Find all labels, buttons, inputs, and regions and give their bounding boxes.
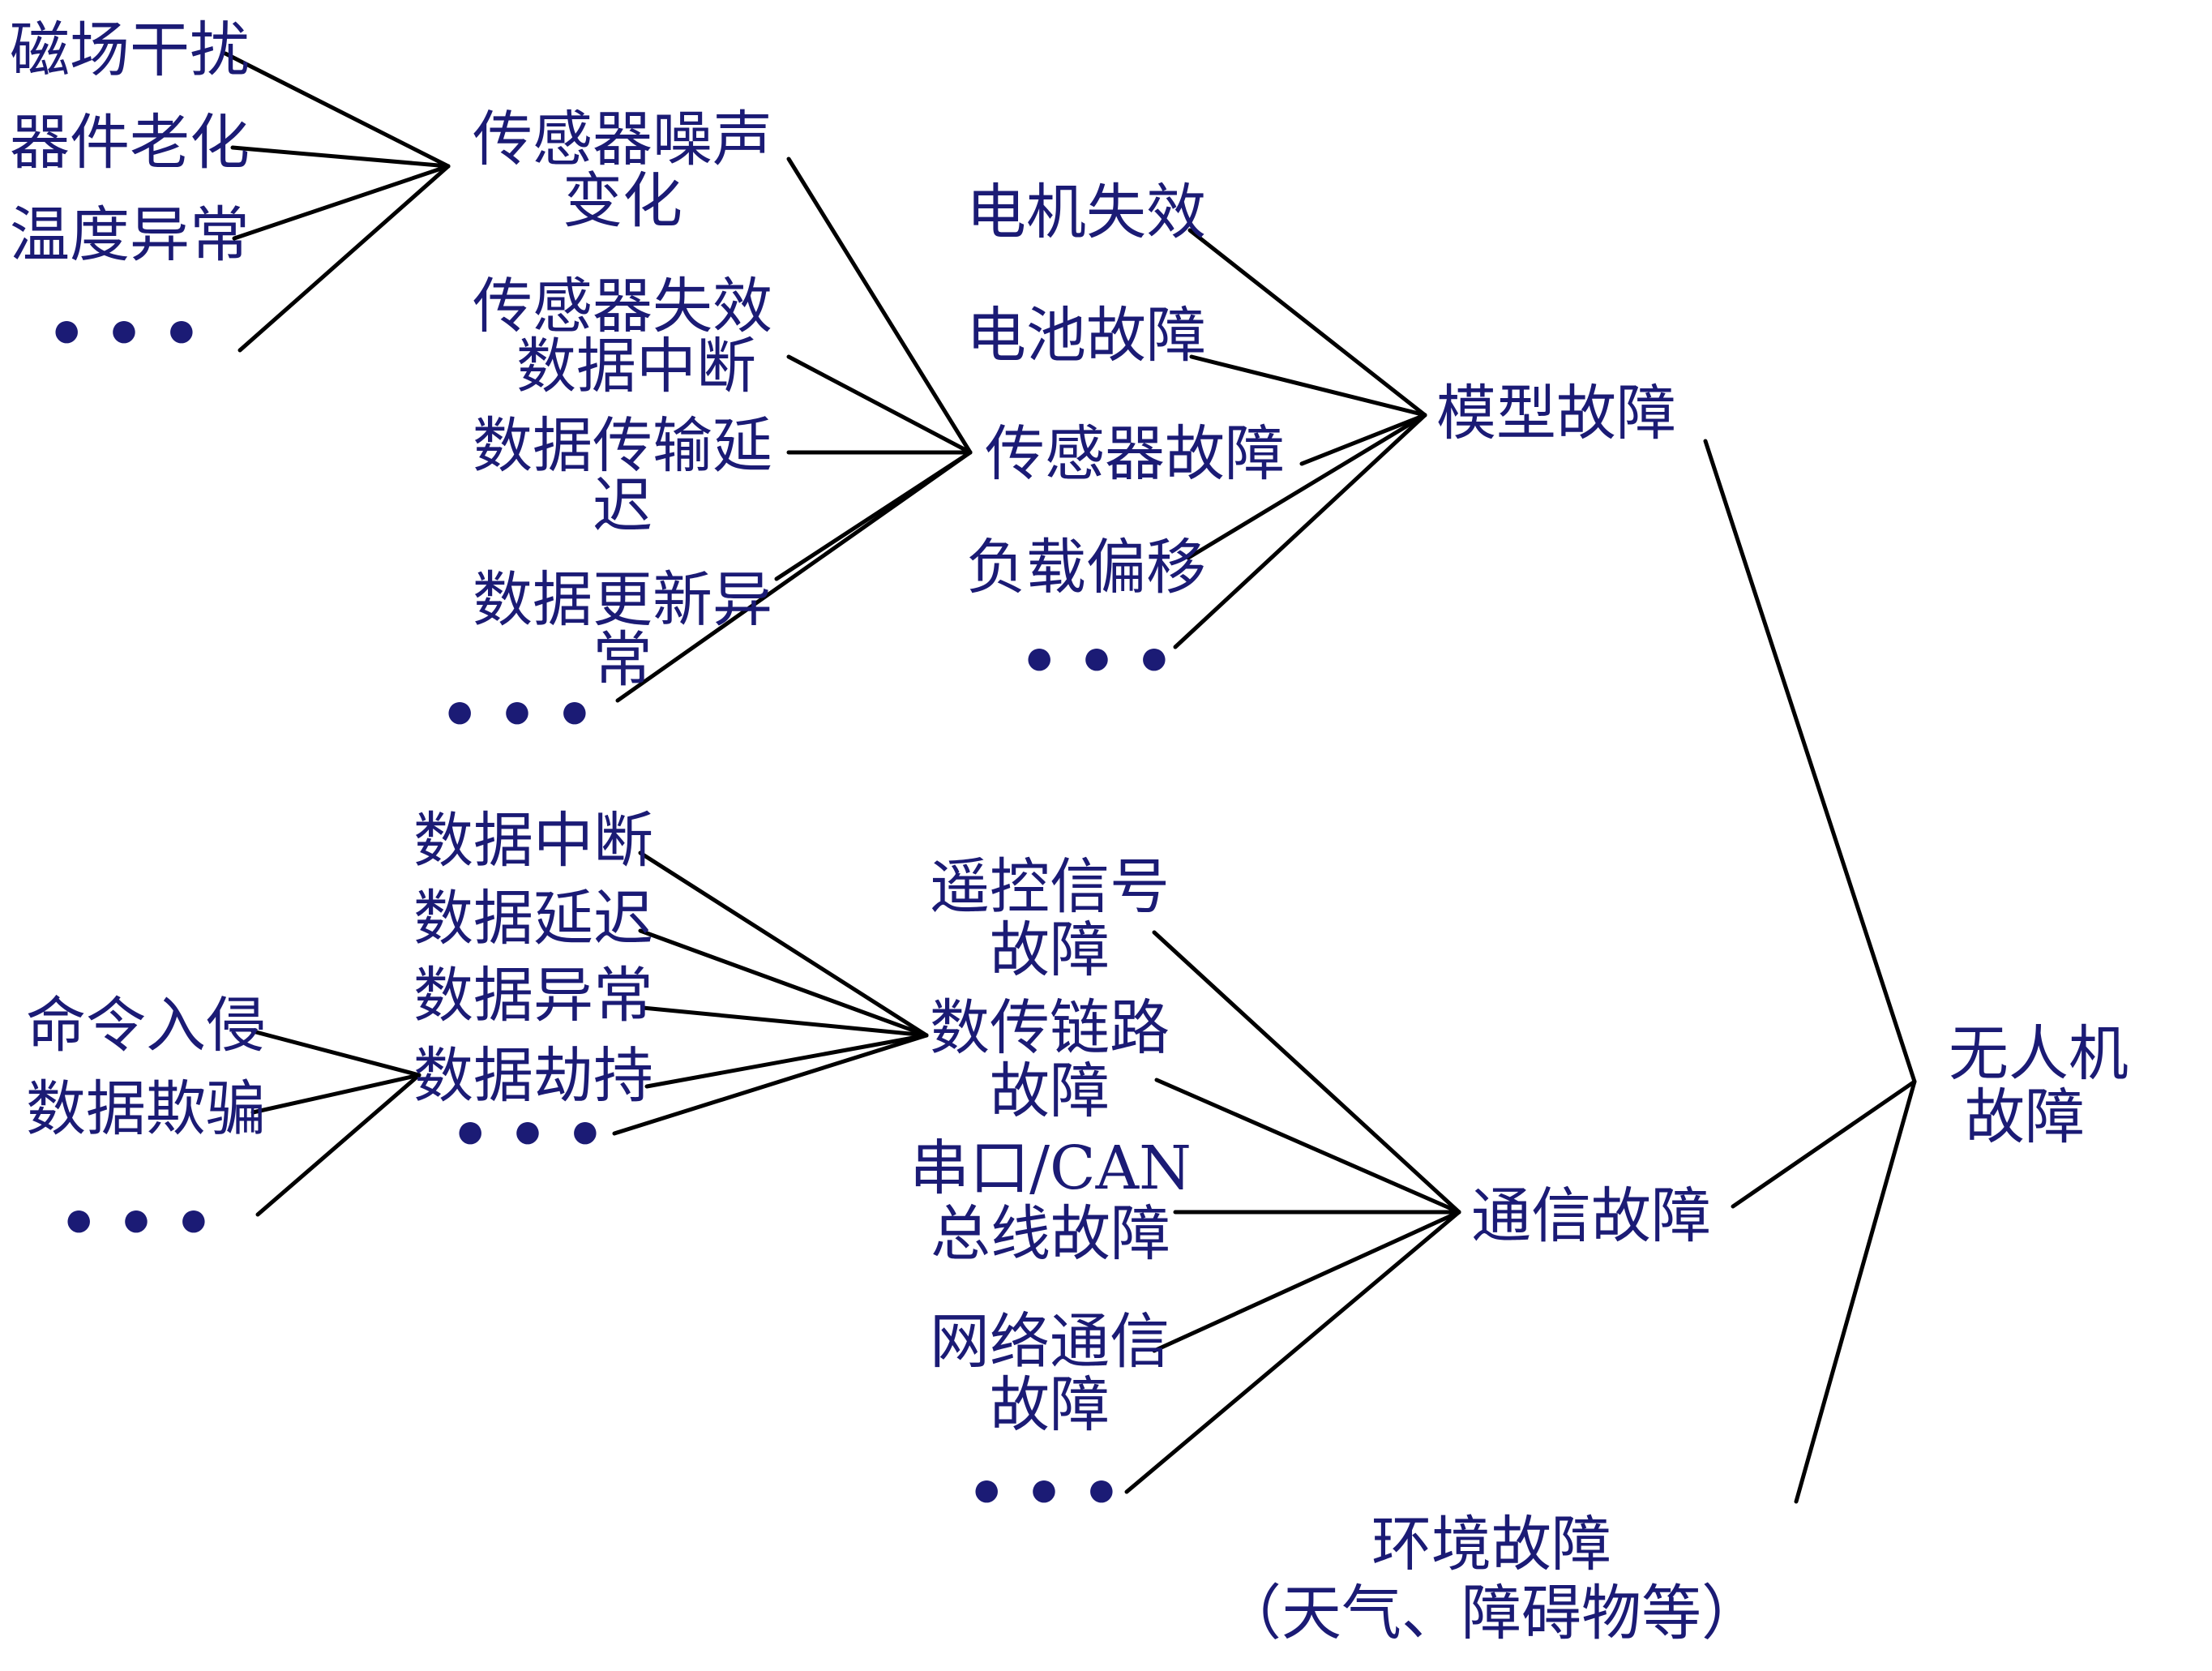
ellipsis-dots: ● ● ● — [53, 314, 206, 347]
ellipsis-dots: ● ● ● — [66, 1203, 218, 1236]
node-env-fault-line2: （天气、障碍物等） — [1222, 1579, 1761, 1648]
edge — [612, 1033, 929, 1136]
node-data-transmission-delay-line1: 数据传输延 — [473, 411, 772, 481]
edge — [250, 1029, 421, 1078]
edge — [644, 1033, 929, 1089]
node-data-transmission-delay-line2: 迟 — [593, 471, 652, 541]
node-rc-signal-fault-line2: 故障 — [990, 915, 1110, 985]
node-datalink-fault-line1: 数传链路 — [930, 993, 1170, 1063]
edge — [1189, 354, 1427, 418]
node-sensor-failure-interrupt-line1: 传感器失效 — [473, 272, 772, 341]
node-data-delay: 数据延迟 — [413, 884, 653, 953]
edge — [786, 354, 973, 455]
node-data-hijack: 数据劫持 — [413, 1041, 653, 1111]
edge — [255, 1073, 421, 1217]
edge — [232, 164, 451, 241]
edge — [230, 145, 451, 169]
edge — [1152, 930, 1461, 1215]
node-uav-fault-line1: 无人机 — [1949, 1019, 2129, 1089]
node-payload-offset: 负载偏移 — [966, 533, 1206, 602]
node-serial-can-bus-fault-line2: 总线故障 — [931, 1199, 1170, 1269]
edge — [638, 850, 929, 1038]
edge — [1154, 1078, 1461, 1215]
ellipsis-dots: ● ● ● — [1026, 641, 1179, 675]
edge — [786, 156, 973, 455]
edge — [223, 51, 451, 169]
node-data-update-anomaly-line2: 常 — [593, 625, 652, 695]
edge — [638, 928, 929, 1038]
node-sensor-noise-change-line2: 变化 — [563, 166, 682, 236]
edge — [250, 1073, 421, 1115]
node-sensor-failure-interrupt-line2: 数据中断 — [516, 332, 756, 401]
node-command-intrusion: 命令入侵 — [26, 991, 266, 1060]
edge — [1187, 228, 1427, 418]
edge — [1152, 1210, 1461, 1353]
edge — [237, 164, 451, 353]
node-network-comm-fault-line1: 网络通信 — [930, 1307, 1170, 1377]
node-battery-fault: 电池故障 — [966, 301, 1206, 371]
node-rc-signal-fault-line1: 遥控信号 — [930, 852, 1170, 922]
node-data-update-anomaly-line1: 数据更新异 — [473, 565, 772, 635]
node-device-aging: 器件老化 — [10, 108, 250, 178]
node-magnetic-interference: 磁场干扰 — [10, 15, 250, 85]
node-network-comm-fault-line2: 故障 — [990, 1370, 1110, 1440]
edge — [1794, 1079, 1917, 1504]
edge — [1186, 413, 1427, 560]
node-sensor-fault: 传感器故障 — [985, 419, 1285, 489]
node-data-spoofing: 数据欺骗 — [26, 1074, 266, 1144]
edge — [1703, 439, 1917, 1084]
edge — [1124, 1210, 1461, 1494]
node-comm-fault: 通信故障 — [1471, 1181, 1711, 1251]
node-model-fault: 模型故障 — [1436, 379, 1676, 448]
node-temperature-anomaly: 温度异常 — [10, 200, 250, 270]
edge — [1173, 413, 1427, 649]
ellipsis-dots: ● ● ● — [973, 1473, 1126, 1506]
node-sensor-noise-change-line1: 传感器噪声 — [473, 105, 772, 174]
node-env-fault-line1: 环境故障 — [1371, 1510, 1611, 1579]
node-datalink-fault-line2: 故障 — [990, 1056, 1110, 1126]
node-serial-can-bus-fault-line1: 串口/CAN — [909, 1133, 1192, 1203]
node-data-anomaly: 数据异常 — [413, 961, 653, 1030]
node-data-interrupt: 数据中断 — [413, 806, 653, 876]
node-motor-failure: 电机失效 — [966, 178, 1206, 247]
edge — [1731, 1079, 1917, 1209]
edge — [615, 450, 973, 703]
ellipsis-dots: ● ● ● — [457, 1115, 610, 1148]
ellipsis-dots: ● ● ● — [447, 695, 599, 728]
edge — [640, 1005, 929, 1038]
edge — [1299, 413, 1427, 466]
node-uav-fault-line2: 故障 — [1965, 1082, 2085, 1152]
